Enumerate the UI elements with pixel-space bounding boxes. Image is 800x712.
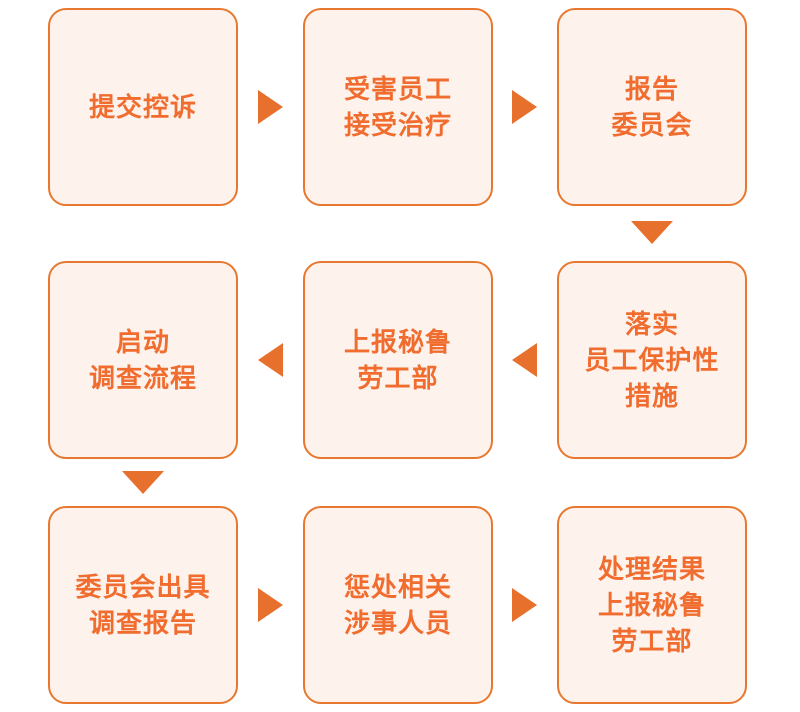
arrow-right-icon bbox=[512, 90, 537, 124]
flow-step-submit-complaint: 提交控诉 bbox=[48, 8, 238, 206]
arrow-left-icon bbox=[512, 343, 537, 377]
flow-step-label: 落实 员工保护性 措施 bbox=[584, 309, 720, 411]
flow-step-punish-involved: 惩处相关 涉事人员 bbox=[303, 506, 493, 704]
flow-step-report-peru-labor-ministry: 上报秘鲁 劳工部 bbox=[303, 261, 493, 459]
flow-step-label: 报告 委员会 bbox=[611, 74, 693, 140]
flow-step-label: 委员会出具 调查报告 bbox=[75, 572, 211, 638]
arrow-down-icon bbox=[122, 471, 164, 494]
flow-step-label: 处理结果 上报秘鲁 劳工部 bbox=[597, 554, 706, 656]
flow-step-start-investigation: 启动 调查流程 bbox=[48, 261, 238, 459]
arrow-down-icon bbox=[631, 221, 673, 244]
arrow-right-icon bbox=[258, 90, 283, 124]
flow-step-report-committee: 报告 委员会 bbox=[557, 8, 747, 206]
flow-step-results-to-labor-ministry: 处理结果 上报秘鲁 劳工部 bbox=[557, 506, 747, 704]
arrow-right-icon bbox=[512, 588, 537, 622]
flow-step-protective-measures: 落实 员工保护性 措施 bbox=[557, 261, 747, 459]
flow-step-label: 提交控诉 bbox=[88, 92, 197, 122]
flow-step-label: 上报秘鲁 劳工部 bbox=[343, 327, 452, 393]
flow-step-label: 惩处相关 涉事人员 bbox=[343, 572, 452, 638]
flow-step-victim-treatment: 受害员工 接受治疗 bbox=[303, 8, 493, 206]
flow-step-label: 受害员工 接受治疗 bbox=[343, 74, 452, 140]
arrow-right-icon bbox=[258, 588, 283, 622]
flow-step-label: 启动 调查流程 bbox=[88, 327, 197, 393]
arrow-left-icon bbox=[258, 343, 283, 377]
flow-step-committee-report: 委员会出具 调查报告 bbox=[48, 506, 238, 704]
